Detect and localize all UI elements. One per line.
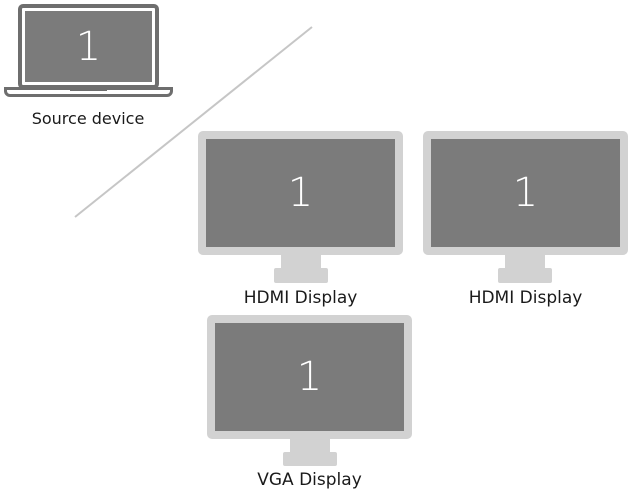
hdmi-2-label: HDMI Display	[468, 288, 583, 308]
hdmi-1-screen-number: 1	[287, 170, 314, 216]
hdmi-1-label: HDMI Display	[243, 288, 358, 308]
hdmi-2-screen-number: 1	[512, 170, 539, 216]
source-screen-number: 1	[75, 23, 102, 70]
hdmi-2-screen: 1	[431, 139, 620, 247]
vga-screen-number: 1	[296, 354, 323, 400]
vga-label: VGA Display	[257, 470, 362, 490]
hdmi-1-screen: 1	[206, 139, 395, 247]
source-device-label: Source device	[31, 109, 145, 128]
vga-screen: 1	[215, 323, 404, 431]
source-screen: 1	[25, 11, 152, 82]
